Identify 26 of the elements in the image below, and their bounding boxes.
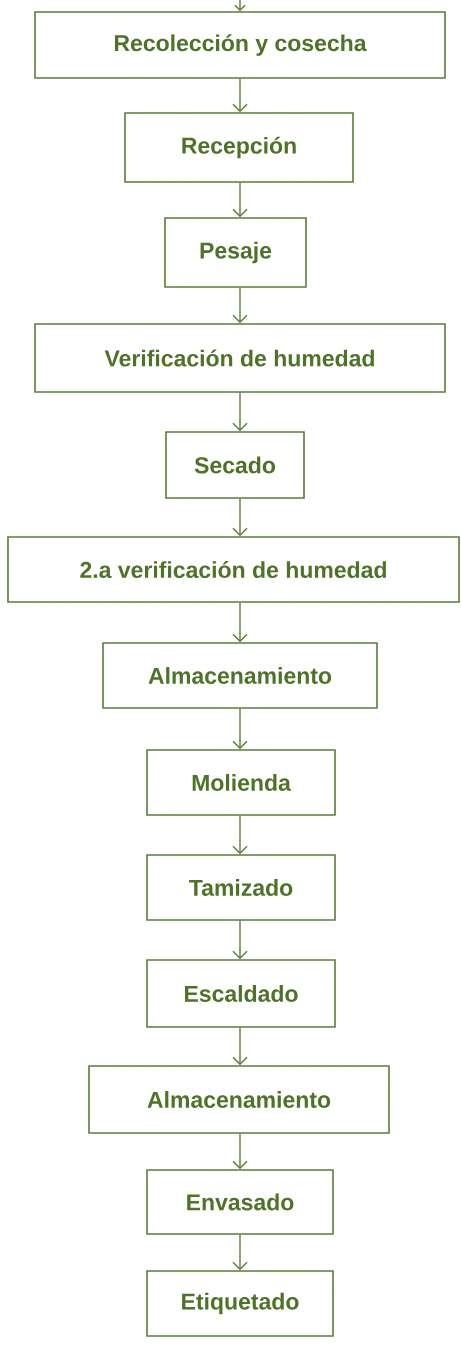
arrow: [234, 0, 246, 12]
arrow: [232, 78, 248, 113]
process-box: Recepción: [124, 112, 354, 183]
arrow: [232, 182, 248, 218]
arrow: [232, 287, 248, 324]
process-box: Etiquetado: [146, 1270, 334, 1337]
arrow: [232, 1133, 248, 1170]
process-box: Envasado: [146, 1169, 334, 1235]
arrow: [232, 920, 248, 960]
process-box: Pesaje: [164, 217, 307, 288]
process-box: 2.a verificación de humedad: [7, 536, 460, 603]
process-box: Secado: [165, 431, 305, 499]
arrow: [232, 1234, 248, 1271]
process-box: Almacenamiento: [102, 642, 378, 709]
process-box: Escaldado: [146, 959, 336, 1028]
arrow: [232, 815, 248, 855]
arrow: [232, 1027, 248, 1066]
arrow: [232, 392, 248, 432]
process-box: Molienda: [146, 749, 336, 816]
arrow: [232, 602, 248, 643]
arrow: [232, 498, 248, 537]
process-box: Recolección y cosecha: [34, 11, 446, 79]
process-box: Verificación de humedad: [34, 323, 446, 393]
arrow: [232, 708, 248, 750]
process-box: Tamizado: [146, 854, 336, 921]
process-box: Almacenamiento: [88, 1065, 390, 1134]
